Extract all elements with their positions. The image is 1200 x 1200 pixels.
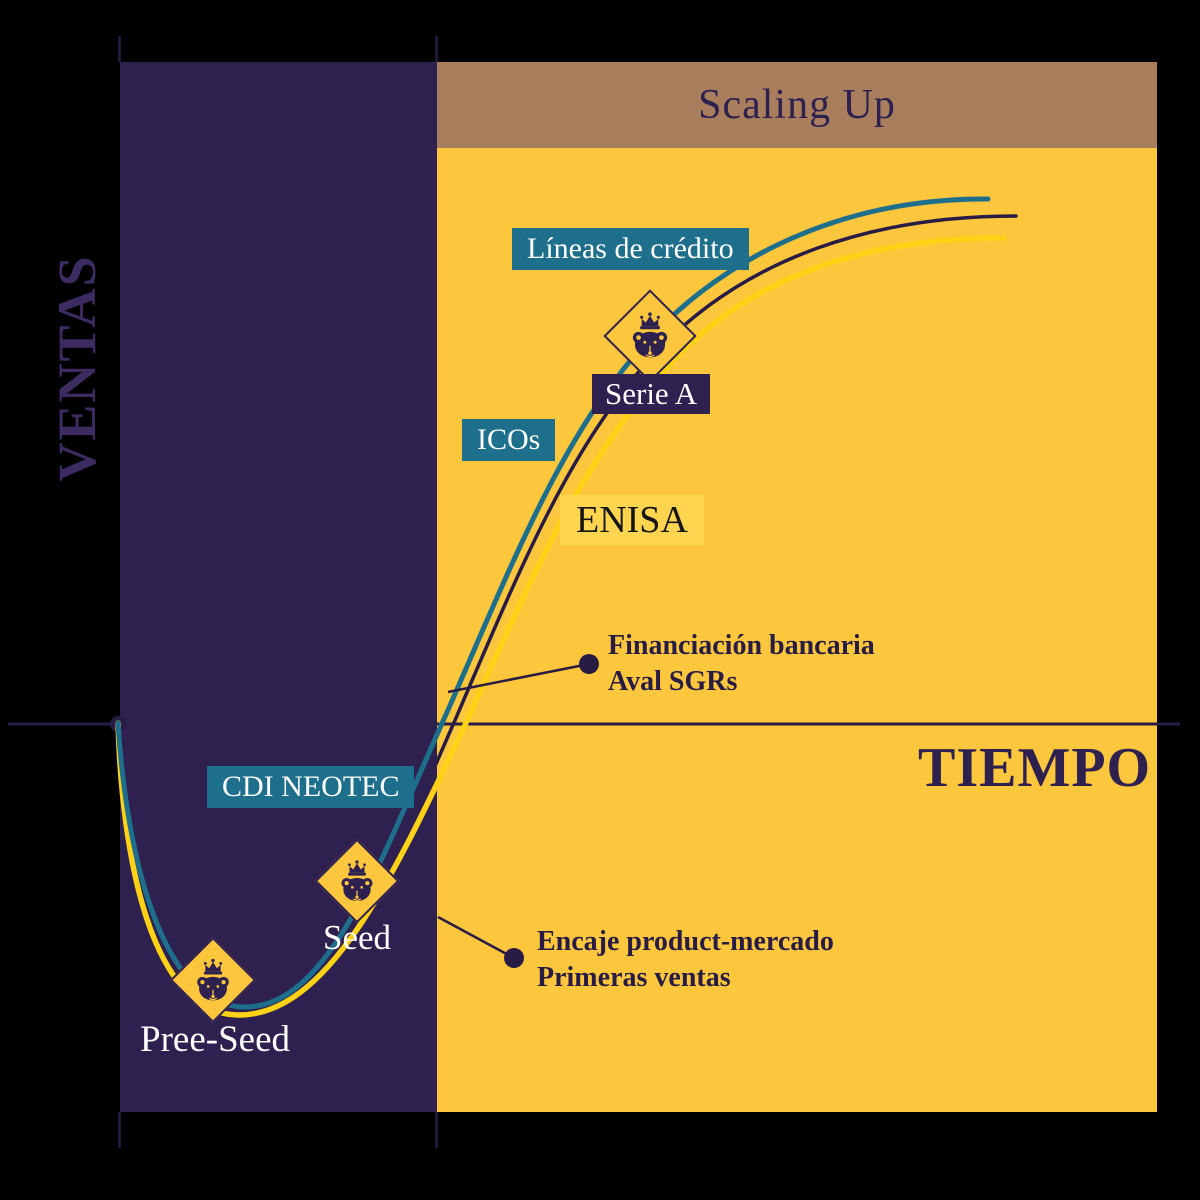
annotation-financiacion-line1: Financiación bancaria [608,630,875,661]
badge-icos-label: ICOs [477,423,541,456]
badge-lineas-de-credito: Líneas de crédito [512,228,749,270]
annotation-encaje-line2: Primeras ventas [537,962,731,993]
badge-serie-a-label: Serie A [605,376,698,411]
badge-enisa: ENISA [560,495,704,545]
annotation-financiacion-bancaria: Financiación bancaria Aval SGRs [608,628,875,700]
pree-seed-label: Pree-Seed [140,1019,290,1060]
badge-serie-a: Serie A [592,374,711,414]
bear-crown-icon [624,310,676,362]
badge-lineas-de-credito-label: Líneas de crédito [527,232,734,265]
badge-enisa-label: ENISA [576,499,688,541]
badge-cdi-neotec: CDI NEOTEC [207,766,415,808]
bear-crown-icon [189,956,237,1004]
annotation-encaje-mercado: Encaje product-mercado Primeras ventas [537,924,834,996]
annotation-encaje-line1: Encaje product-mercado [537,926,834,957]
scaling-up-band: Scaling Up [437,62,1157,148]
annotation-financiacion-line2: Aval SGRs [608,666,738,697]
badge-cdi-neotec-label: CDI NEOTEC [222,770,400,803]
seed-label: Seed [322,918,392,957]
x-axis-label: TIEMPO [918,737,1152,799]
badge-icos: ICOs [462,419,556,461]
bear-crown-icon [334,858,381,905]
scaling-up-label: Scaling Up [698,82,896,128]
y-axis-label: VENTAS [47,254,107,482]
